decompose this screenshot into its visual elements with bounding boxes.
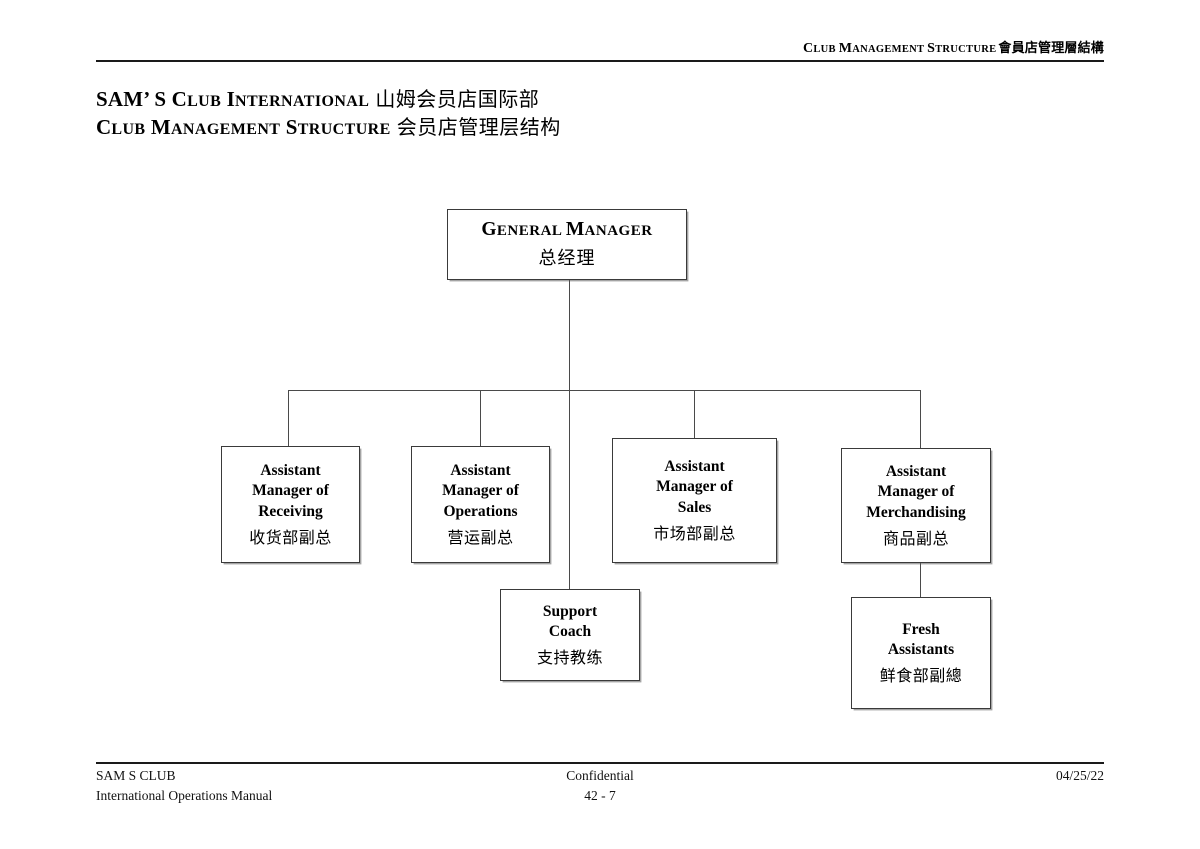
node-assistant-manager-receiving[interactable]: Assistant Manager of Receiving 收货部副总 <box>221 446 360 563</box>
footer-manual-name: International Operations Manual <box>96 787 273 803</box>
connector-horizontal-bus <box>288 390 921 392</box>
title2-anagement: ANAGEMENT <box>170 120 281 138</box>
node-support-coach-en: Support Coach <box>543 602 597 643</box>
title2-tructure: TRUCTURE <box>297 120 391 138</box>
node-sales-en: Assistant Manager of Sales <box>656 457 733 518</box>
node-fresh-assistants-en: Fresh Assistants <box>888 620 954 661</box>
title1-nternational: NTERNATIONAL <box>235 93 370 110</box>
node-receiving-en: Assistant Manager of Receiving <box>252 461 329 522</box>
connector-drop-receiving <box>288 390 290 446</box>
sales-line-2: Manager of <box>656 478 733 496</box>
header-lub: LUB <box>813 44 839 55</box>
header-lead-m: M <box>838 41 853 56</box>
node-merchandising-cjk: 商品副总 <box>882 529 949 549</box>
node-sales-cjk: 市场部副总 <box>653 524 736 544</box>
gm-eneral: ENERAL <box>496 222 566 239</box>
connector-drop-merchandising <box>920 390 922 448</box>
footer-right-block: 04/25/22 <box>1056 766 1104 786</box>
node-operations-cjk: 营运副总 <box>447 528 514 548</box>
node-receiving-cjk: 收货部副总 <box>249 528 332 548</box>
sales-line-1: Assistant <box>664 457 725 475</box>
sales-line-3: Sales <box>677 498 712 516</box>
connector-merchandising-to-fresh <box>920 563 922 598</box>
merchandising-line-1: Assistant <box>885 462 947 480</box>
header-lead-s: S <box>927 41 936 56</box>
operations-line-3: Operations <box>443 502 518 520</box>
node-general-manager-cjk: 总经理 <box>538 248 596 270</box>
merchandising-line-3: Merchandising <box>866 503 966 521</box>
header-cjk-title: 會員店管理層結構 <box>998 41 1104 56</box>
title-line-1: SAM’ S CLUB INTERNATIONAL 山姆会员店国际部 <box>96 86 996 114</box>
connector-gm-trunk <box>569 280 571 589</box>
support-coach-line-2: Coach <box>548 623 592 640</box>
footer-divider-rule <box>96 762 1104 764</box>
title1-lub: LUB <box>187 93 222 110</box>
receiving-line-3: Receiving <box>258 502 323 520</box>
page-footer: SAM S CLUB International Operations Manu… <box>96 766 1104 810</box>
title-line-2: CLUB MANAGEMENT STRUCTURE 会员店管理层结构 <box>96 114 996 142</box>
gm-lead-g: G <box>481 218 497 240</box>
merchandising-line-2: Manager of <box>877 483 955 501</box>
title1-sam: SAM <box>96 87 144 111</box>
operations-line-2: Manager of <box>442 482 519 500</box>
receiving-line-2: Manager of <box>252 482 329 500</box>
node-fresh-assistants[interactable]: Fresh Assistants 鲜食部副總 <box>851 597 991 709</box>
receiving-line-1: Assistant <box>260 461 321 479</box>
connector-drop-sales <box>694 390 696 438</box>
footer-left-block: SAM S CLUB International Operations Manu… <box>96 766 272 805</box>
node-assistant-manager-merchandising[interactable]: Assistant Manager of Merchandising 商品副总 <box>841 448 991 563</box>
connector-drop-operations <box>480 390 482 446</box>
footer-company-name: SAM S CLUB <box>96 768 176 783</box>
title2-s: S <box>280 114 298 139</box>
header-lead-c: C <box>803 41 814 56</box>
support-coach-line-1: Support <box>542 602 598 620</box>
title2-lub: LUB <box>111 120 146 138</box>
gm-anager: ANAGER <box>584 222 653 239</box>
node-merchandising-en: Assistant Manager of Merchandising <box>866 462 966 523</box>
node-support-coach[interactable]: Support Coach 支持教练 <box>500 589 640 681</box>
title2-c: C <box>96 114 112 139</box>
footer-date: 04/25/22 <box>1055 768 1104 783</box>
gm-lead-m: M <box>565 218 585 240</box>
title1-i: I <box>221 87 235 111</box>
title1-apostrophe: ’ <box>143 87 149 111</box>
header-anagement: ANAGEMENT <box>852 44 928 55</box>
footer-confidential-label: Confidential <box>566 768 634 783</box>
node-general-manager[interactable]: GENERAL MANAGER 总经理 <box>447 209 687 280</box>
node-support-coach-cjk: 支持教练 <box>536 648 603 668</box>
title2-cjk: 会员店管理层结构 <box>396 114 561 139</box>
header-divider-rule <box>96 60 1104 62</box>
operations-line-1: Assistant <box>450 461 511 479</box>
node-fresh-assistants-cjk: 鲜食部副總 <box>879 666 963 686</box>
footer-center-block: Confidential 42 - 7 <box>96 766 1104 805</box>
fresh-assistants-line-2: Assistants <box>887 641 955 658</box>
fresh-assistants-line-1: Fresh <box>902 620 940 638</box>
node-assistant-manager-operations[interactable]: Assistant Manager of Operations 营运副总 <box>411 446 550 563</box>
title2-m: M <box>145 114 171 139</box>
header-tructure: TRUCTURE <box>935 44 997 55</box>
footer-page-number: 42 - 7 <box>584 787 616 803</box>
node-operations-en: Assistant Manager of Operations <box>442 461 519 522</box>
node-assistant-manager-sales[interactable]: Assistant Manager of Sales 市场部副总 <box>612 438 777 563</box>
title1-s-club: S C <box>148 87 188 111</box>
node-general-manager-en: GENERAL MANAGER <box>481 219 652 241</box>
title1-cjk: 山姆会员店国际部 <box>375 87 540 111</box>
